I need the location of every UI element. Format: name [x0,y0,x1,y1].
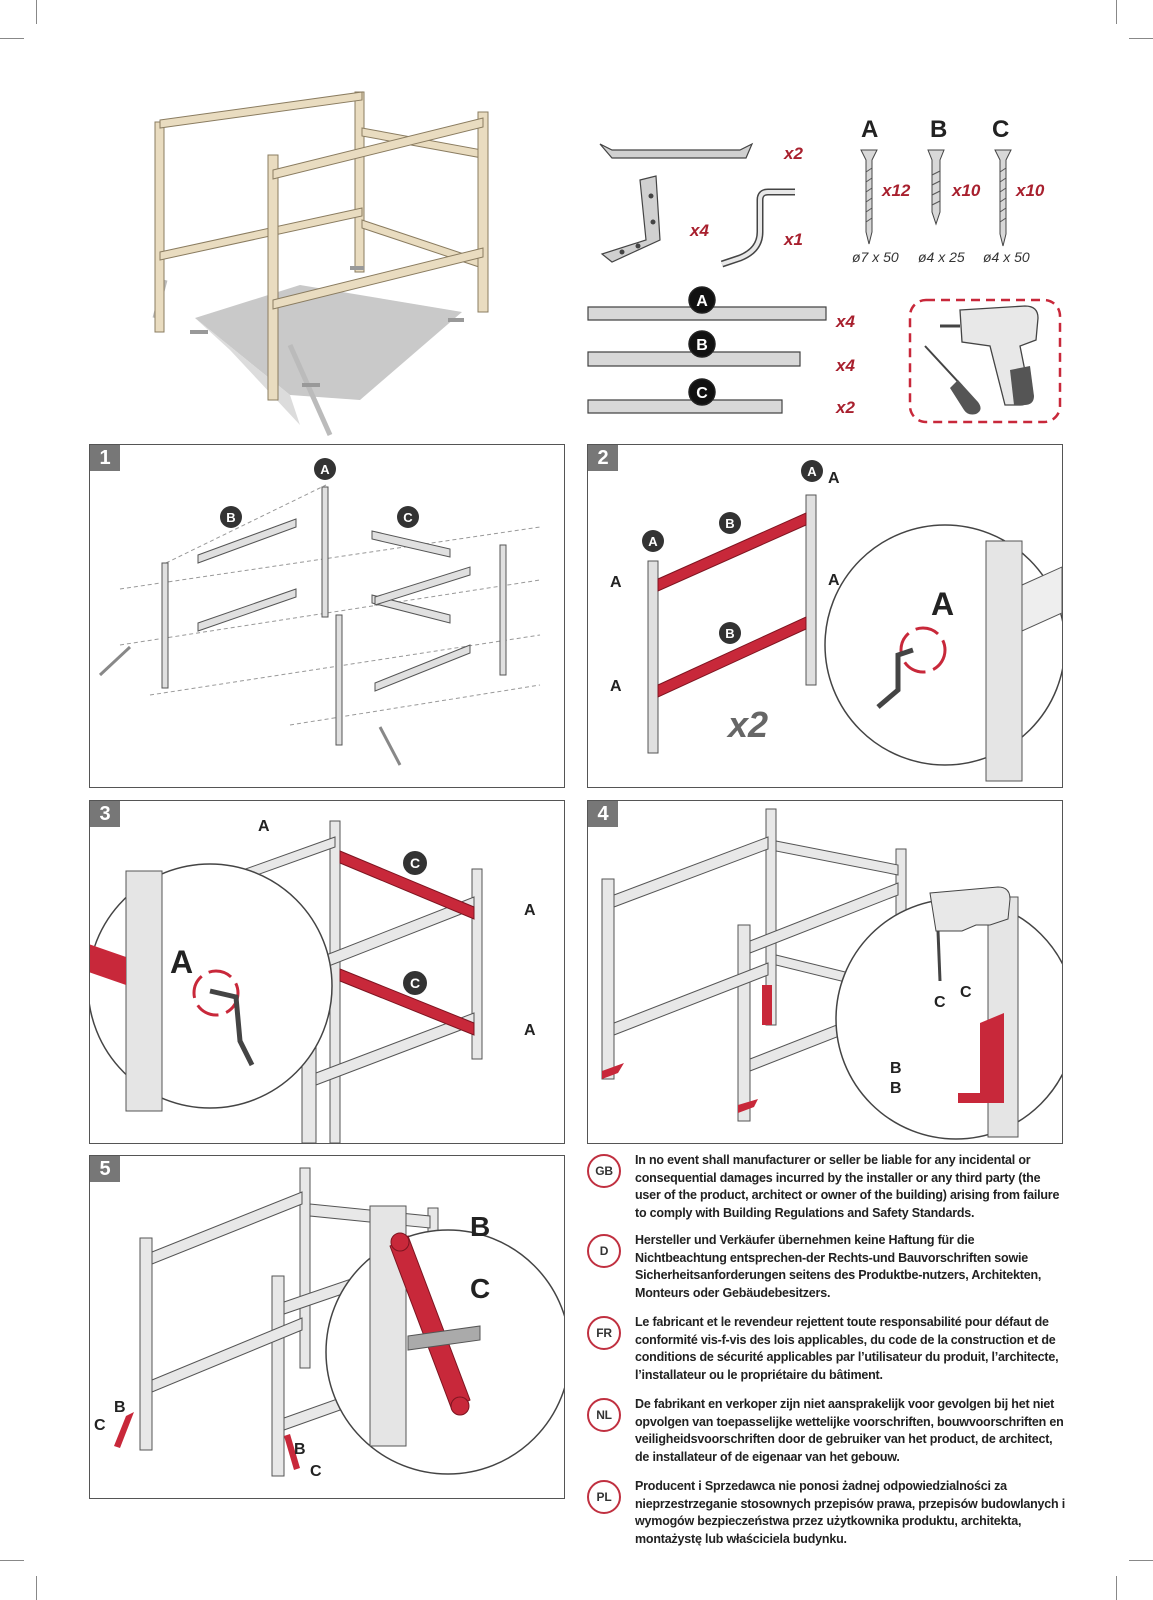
screw-b-size: ø4 x 25 [918,249,965,265]
legal-notice-pl: PL Producent i Sprzedawca nie ponosi żad… [587,1478,1067,1548]
step-1-label-c: C [403,510,413,525]
step-2-screw-label: A [610,574,622,591]
crop-mark [1116,0,1117,24]
step-5-zoom-label-c: C [470,1273,490,1304]
step-1-label-b: B [226,510,235,525]
step-2-screw-label: A [828,572,840,589]
legal-text: De fabrikant en verkoper zijn niet aansp… [635,1397,1064,1464]
step-4-label-b: B [890,1060,902,1077]
beam-a-letter: A [696,293,708,310]
step-2-panel: 2 A A B B x2 A A A A A [587,444,1063,788]
screw-b-letter: B [930,116,947,143]
screw-a-qty: x12 [881,181,911,200]
step-number: 5 [90,1156,120,1182]
step-2-diagram: A A B B x2 A A A A A [610,460,1062,782]
step-5-diagram: B C B C B C [94,1167,564,1480]
crop-mark [36,1576,37,1600]
screwdriver-icon [924,345,981,415]
screw-c-size: ø4 x 50 [983,249,1030,265]
step-number: 4 [588,801,618,827]
step-4-label-c: C [960,984,972,1001]
legal-text: Hersteller und Verkäufer übernehmen kein… [635,1233,1042,1300]
beam-b-qty: x4 [835,356,855,375]
beam-c-letter: C [696,385,708,402]
screw-a-letter: A [861,116,878,143]
step-5-label-b: B [114,1399,126,1416]
screw-b-qty: x10 [951,181,981,200]
step-2-screw-label: A [828,470,840,487]
lang-badge: FR [587,1316,621,1350]
beam-b-letter: B [696,337,708,354]
legal-text: Producent i Sprzedawca nie ponosi żadnej… [635,1479,1066,1546]
parts-list [587,142,1062,424]
strap-qty: x2 [783,144,803,163]
step-4-diagram: C C B B [601,808,1062,1140]
legal-notice-nl: NL De fabrikant en verkoper zijn niet aa… [587,1396,1067,1466]
beam-a-qty: x4 [835,312,855,331]
step-2-label-b-top: B [725,516,734,531]
step-3-screw-label: A [258,818,270,835]
step-3-zoom-label: A [170,944,193,980]
step-2-label-a-left: A [648,534,658,549]
step-3-screw-label: A [524,1022,536,1039]
step-3-diagram: C C A A A A [90,818,536,1143]
step-2-label-a-top: A [807,464,817,479]
overview-frame-illustration [152,91,489,437]
screw-c-qty: x10 [1015,181,1045,200]
lang-badge: D [587,1234,621,1268]
step-number: 1 [90,445,120,471]
step-4-label-c: C [934,994,946,1011]
step-5-label-c: C [310,1463,322,1480]
drill-icon [940,305,1039,406]
step-2-screw-label: A [610,678,622,695]
step-5-label-c: C [94,1417,106,1434]
lang-badge: GB [587,1154,621,1188]
step-1-panel: 1 A B C [89,444,565,788]
step-2-label-b-bottom: B [725,626,734,641]
bracket-qty: x4 [689,221,709,240]
legal-text: In no event shall manufacturer or seller… [635,1153,1060,1220]
crop-mark [0,1560,24,1561]
crop-mark [36,0,37,24]
crop-mark [1116,1576,1117,1600]
step-2-zoom-label: A [931,586,954,622]
step-4-panel: 4 C C B B [587,800,1063,1144]
legal-text: Le fabricant et le revendeur rejettent t… [635,1315,1059,1382]
crop-mark [1129,1560,1153,1561]
legal-notice-d: D Hersteller und Verkäufer übernehmen ke… [587,1232,1067,1302]
crop-mark [1129,38,1153,39]
step-1-diagram: A B C [98,458,541,766]
screw-a-size: ø7 x 50 [852,249,899,265]
legal-notices: GB In no event shall manufacturer or sel… [587,1152,1067,1548]
parts-labels: x2 x4 x1 A B C x12 x10 x10 ø7 x 50 ø4 x … [689,116,1045,417]
step-2-multiplier: x2 [726,704,768,745]
step-5-label-b: B [294,1441,306,1458]
beam-c-qty: x2 [835,398,855,417]
screw-c-letter: C [992,116,1009,143]
step-1-label-a: A [320,462,330,477]
step-3-screw-label: A [524,902,536,919]
step-3-label-c-top: C [410,855,420,871]
step-4-label-b: B [890,1080,902,1097]
crop-mark [0,38,24,39]
step-number: 2 [588,445,618,471]
crank-qty: x1 [783,230,803,249]
step-5-panel: 5 B C B C B C [89,1155,565,1499]
legal-notice-fr: FR Le fabricant et le revendeur rejetten… [587,1314,1067,1384]
step-5-zoom-label-b: B [470,1211,490,1242]
lang-badge: NL [587,1398,621,1432]
step-number: 3 [90,801,120,827]
step-3-label-c-bottom: C [410,975,420,991]
step-3-panel: 3 C C A A A A [89,800,565,1144]
lang-badge: PL [587,1480,621,1514]
legal-notice-gb: GB In no event shall manufacturer or sel… [587,1152,1067,1222]
